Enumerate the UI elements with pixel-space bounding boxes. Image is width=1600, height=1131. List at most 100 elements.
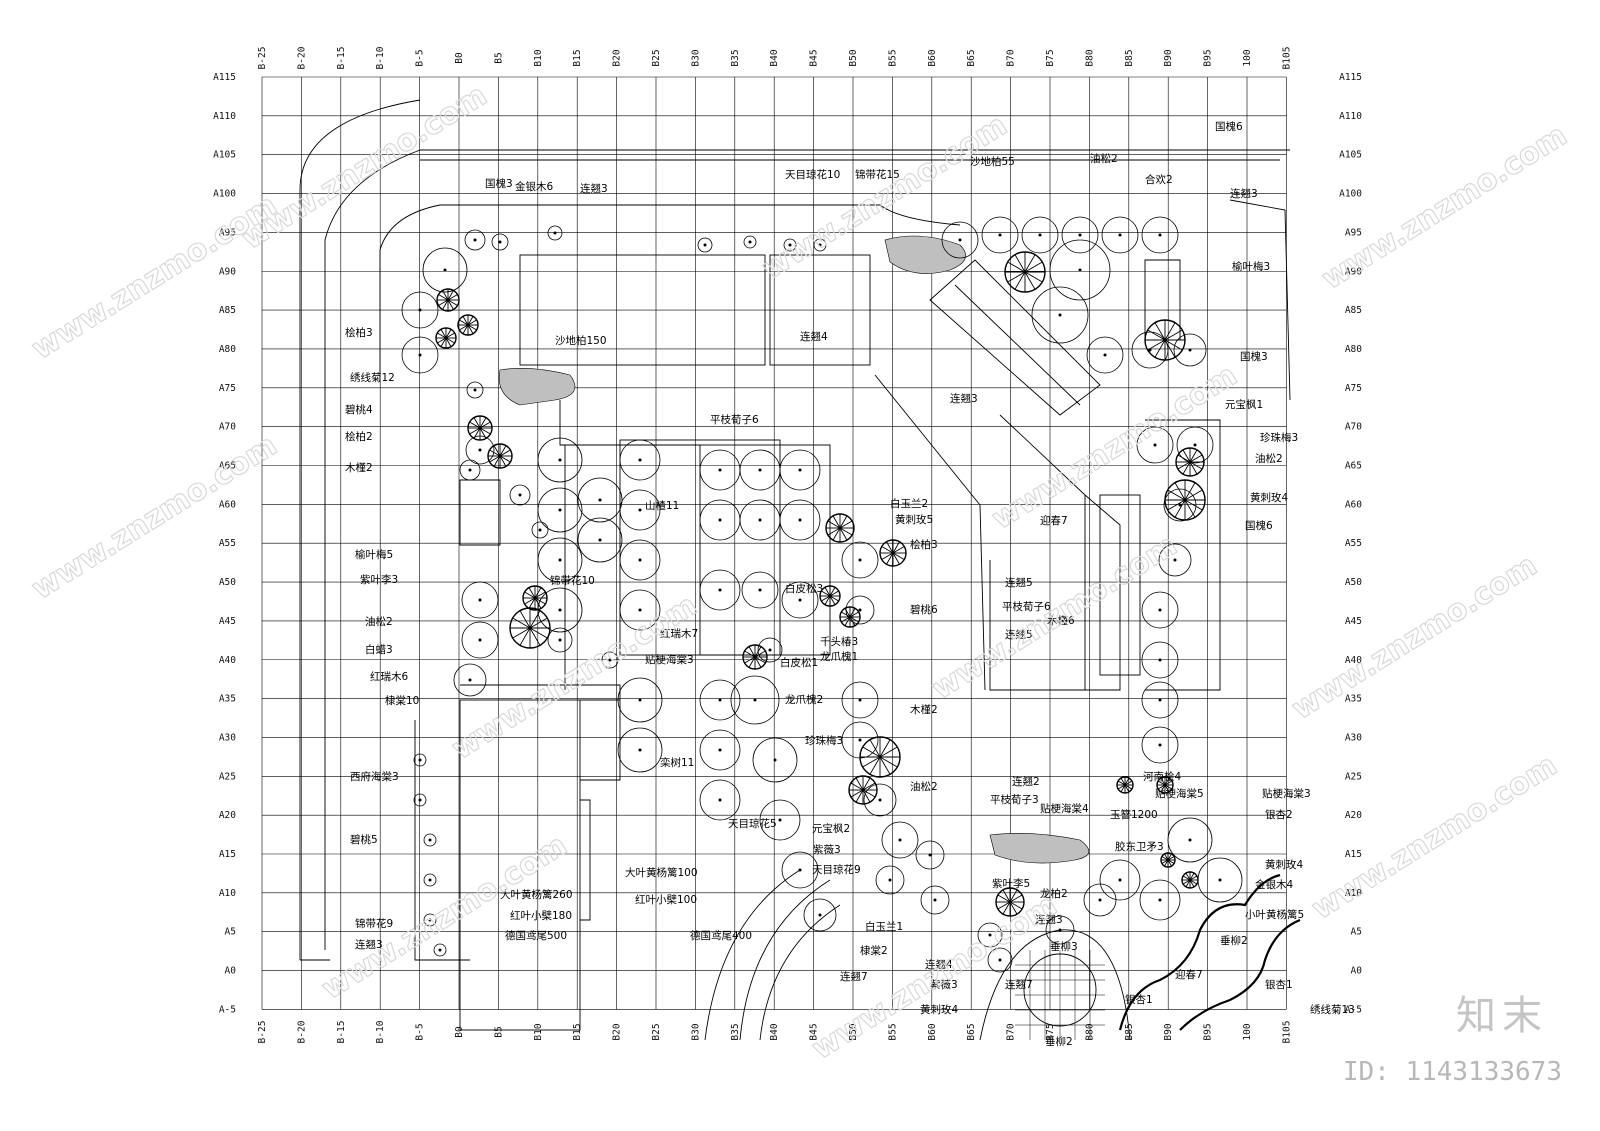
conifer-needle-stroke bbox=[1189, 461, 1198, 475]
conifer-needle-stroke bbox=[440, 337, 447, 347]
tree-canopy bbox=[1049, 239, 1111, 301]
plant-label: 连翘5 bbox=[1005, 628, 1033, 641]
plant-label: 龙柏2 bbox=[1040, 887, 1068, 900]
conifer-needle-stroke bbox=[1164, 329, 1183, 341]
row-axis-label: A90 bbox=[219, 266, 236, 277]
tree-canopy bbox=[697, 237, 713, 253]
tree-canopy bbox=[1141, 591, 1179, 629]
plant-label: 黄刺玫4 bbox=[1250, 491, 1288, 504]
conifer-needle-stroke bbox=[529, 610, 541, 629]
row-axis-label: A100 bbox=[213, 189, 236, 200]
conifer-needle-stroke bbox=[1009, 901, 1023, 910]
plant-label: 平枝荀子3 bbox=[990, 793, 1039, 806]
column-axis-label: B-25 bbox=[257, 1021, 268, 1044]
column-axis-label: B75 bbox=[1045, 1023, 1056, 1040]
tree-canopy bbox=[547, 225, 563, 241]
tree-canopy bbox=[1141, 726, 1179, 764]
plant-label: 白皮松3 bbox=[785, 582, 823, 595]
plant-label: 金银木6 bbox=[515, 180, 553, 193]
conifer-needle-stroke bbox=[1182, 461, 1191, 475]
plant-label: 榆叶梅3 bbox=[1232, 260, 1270, 273]
column-axis-label: B-10 bbox=[375, 46, 386, 69]
conifer-needle-stroke bbox=[997, 901, 1011, 910]
plant-label: 沙地柏55 bbox=[970, 155, 1015, 168]
row-axis-label: A40 bbox=[219, 655, 236, 666]
column-axis-label: B75 bbox=[1045, 49, 1056, 66]
coordinate-grid bbox=[261, 76, 1287, 1010]
conifer-needle-stroke bbox=[1189, 875, 1198, 881]
tree-trunk-dot bbox=[1218, 878, 1222, 882]
conifer-needle-stroke bbox=[841, 616, 851, 623]
tree-canopy bbox=[803, 898, 837, 932]
column-axis-label: B40 bbox=[769, 1023, 780, 1040]
tree-trunk-dot bbox=[558, 458, 562, 462]
conifer-needle-stroke bbox=[524, 597, 536, 605]
tree-trunk-dot bbox=[638, 558, 642, 562]
tree-canopy bbox=[1163, 488, 1197, 522]
row-axis-label: A85 bbox=[1345, 305, 1362, 316]
tree-trunk-dot bbox=[478, 598, 482, 602]
row-axis-label: A35 bbox=[219, 694, 236, 705]
plant-label: 锦带花9 bbox=[355, 917, 393, 930]
conifer-needle-stroke bbox=[1117, 780, 1126, 786]
tree-trunk-dot bbox=[1158, 898, 1162, 902]
conifer-needle-stroke bbox=[1167, 499, 1186, 511]
row-axis-label: A-5 bbox=[219, 1004, 236, 1015]
column-axis-label: B-10 bbox=[375, 1020, 386, 1043]
column-axis-label: B50 bbox=[848, 1023, 859, 1040]
tree-trunk-dot bbox=[718, 748, 722, 752]
conifer-needle-stroke bbox=[469, 421, 481, 429]
plant-label: 合欢2 bbox=[1145, 173, 1173, 186]
conifer-needle-stroke bbox=[879, 746, 898, 758]
column-axis-label: B45 bbox=[809, 1023, 820, 1040]
conifer-needle-stroke bbox=[499, 445, 507, 457]
column-axis-label: B95 bbox=[1203, 1023, 1214, 1040]
plant-label: 平枝荀子6 bbox=[710, 413, 759, 426]
conifer-needle-stroke bbox=[438, 294, 449, 301]
row-axis-label: A25 bbox=[1345, 771, 1362, 782]
column-axis-label: B105 bbox=[1281, 1021, 1292, 1044]
conifer-needle-stroke bbox=[1124, 784, 1133, 790]
conifer-needle-stroke bbox=[881, 552, 894, 560]
conifer-needle-stroke bbox=[881, 546, 894, 554]
conifer-needle-stroke bbox=[445, 337, 455, 344]
plant-label: 元宝枫1 bbox=[1225, 398, 1263, 411]
conifer-needle-stroke bbox=[1157, 780, 1166, 786]
watermark-text: www.znzmo.com bbox=[986, 358, 1244, 537]
column-axis-label: 100 bbox=[1242, 49, 1253, 66]
conifer-needle-stroke bbox=[445, 332, 455, 339]
tree-trunk-dot bbox=[1058, 313, 1062, 317]
tree-canopy bbox=[699, 729, 741, 771]
tree-canopy bbox=[1141, 641, 1179, 679]
tree-canopy bbox=[813, 238, 827, 252]
tree-trunk-dot bbox=[798, 598, 802, 602]
plant-label: 西府海棠3 bbox=[350, 770, 399, 783]
plant-label: 迎春7 bbox=[1175, 969, 1203, 981]
conifer-needle-stroke bbox=[879, 739, 891, 758]
row-axis-label: A10 bbox=[219, 888, 236, 899]
conifer-needle-stroke bbox=[442, 299, 449, 310]
tree-trunk-dot bbox=[558, 508, 562, 512]
row-axis-label: A45 bbox=[219, 616, 236, 627]
tree-canopy bbox=[423, 913, 437, 927]
tree-trunk-dot bbox=[418, 758, 422, 762]
plant-label: 垂柳3 bbox=[1050, 940, 1078, 953]
row-axis-label: A15 bbox=[219, 849, 236, 860]
column-axis-label: B10 bbox=[533, 49, 544, 66]
row-axis-label: A105 bbox=[213, 150, 236, 161]
tree-canopy bbox=[1141, 681, 1179, 719]
tree-canopy bbox=[920, 885, 950, 915]
tree-trunk-dot bbox=[428, 838, 432, 842]
watermark-text: www.znzmo.com bbox=[926, 528, 1184, 707]
tree-trunk-dot bbox=[958, 238, 962, 242]
row-axis-left: A115A110A105A100A95A90A85A80A75A70A65A60… bbox=[213, 72, 236, 1015]
conifer-needle-stroke bbox=[1024, 271, 1043, 283]
tree-canopy bbox=[423, 873, 437, 887]
conifer-needle-stroke bbox=[754, 646, 762, 658]
conifer-needle-stroke bbox=[832, 527, 841, 541]
tree-trunk-dot bbox=[638, 748, 642, 752]
plant-label: 油松2 bbox=[365, 615, 393, 628]
tree-trunk-dot bbox=[768, 648, 772, 652]
column-axis-label: B25 bbox=[651, 1023, 662, 1040]
